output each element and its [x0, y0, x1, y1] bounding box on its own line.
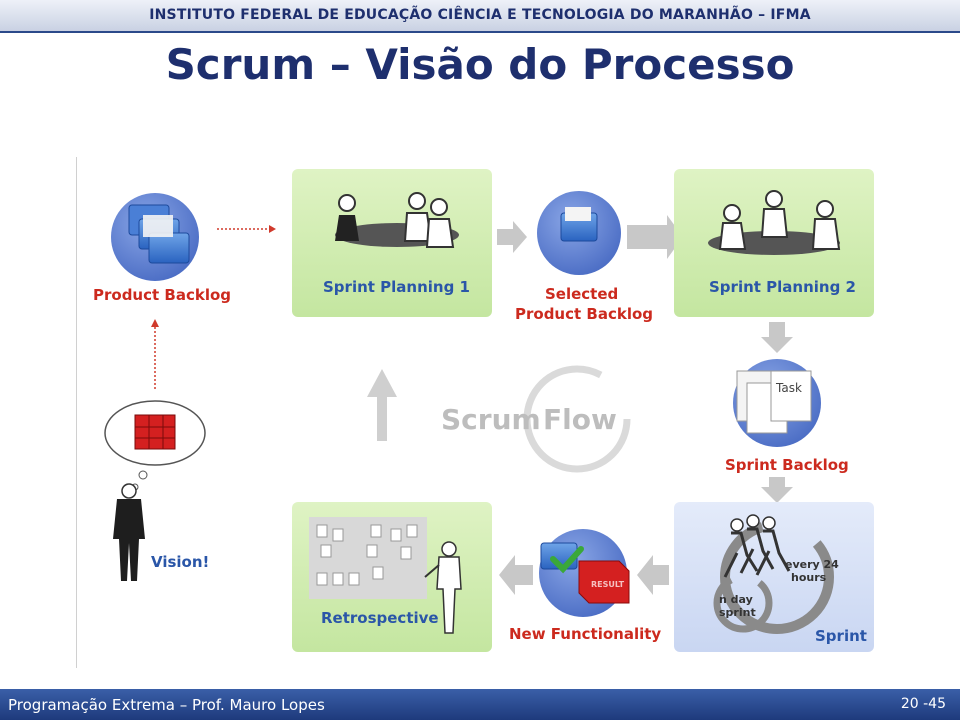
footer-bar: Programação Extrema – Prof. Mauro Lopes … — [0, 689, 960, 720]
result-box-icon: RESULT — [578, 560, 630, 604]
arrow-planning1-to-selected — [497, 221, 527, 253]
retrospective-node: Retrospective — [292, 502, 492, 652]
institution-name: INSTITUTO FEDERAL DE EDUCAÇÃO CIÊNCIA E … — [149, 7, 811, 23]
daily-cycle-ring — [713, 573, 773, 633]
sprint-planning-2-label: Sprint Planning 2 — [709, 278, 856, 296]
product-backlog-node: Product Backlog — [93, 193, 231, 304]
sprint-backlog-node: Task Sprint Backlog — [725, 359, 849, 474]
folder-icon — [128, 204, 190, 264]
n-day-sprint-label-2: sprint — [719, 606, 756, 619]
arrow-selected-to-planning2 — [627, 215, 683, 259]
selected-product-backlog-node: Selected Product Backlog — [515, 191, 653, 323]
meeting-people-icon — [335, 192, 459, 248]
sprint-planning-1-label: Sprint Planning 1 — [323, 278, 470, 296]
red-product-icon — [134, 414, 176, 450]
sprint-node: every 24 hours n day sprint Sprint — [674, 502, 874, 652]
every-24-hours-label-1: every 24 — [785, 558, 839, 571]
upward-arrow — [367, 369, 397, 441]
page-number: 20 -45 — [900, 696, 946, 712]
arrow-sprint-backlog-to-sprint — [761, 477, 793, 503]
arrow-planning2-to-sprint-backlog — [761, 322, 793, 353]
folder-icon — [560, 207, 598, 242]
sticky-notes-icon — [316, 524, 418, 586]
checkmark-icon — [550, 546, 584, 574]
sprint-box — [674, 502, 874, 652]
sprint-backlog-label: Sprint Backlog — [725, 456, 849, 474]
arrow-functionality-to-retrospective — [499, 555, 533, 595]
businessman-icon — [113, 483, 145, 581]
meeting-people-icon — [708, 190, 841, 255]
arrow-sprint-to-functionality — [637, 555, 669, 595]
presenter-icon — [424, 541, 462, 634]
dotted-arrow-up — [151, 319, 159, 389]
n-day-sprint-label-1: n day — [719, 593, 753, 606]
new-functionality-node: RESULT New Functionality — [509, 529, 661, 643]
scrum-flow-watermark: Scrum Flow — [441, 365, 631, 473]
sprint-planning-1-node: Sprint Planning 1 — [292, 169, 492, 317]
selected-backlog-label-2: Product Backlog — [515, 305, 653, 323]
dotted-arrow-to-planning — [217, 225, 276, 233]
scrum-flow-diagram: Product Backlog Sprint Planning 1 — [76, 157, 901, 668]
sprint-label: Sprint — [815, 627, 867, 645]
slide-title: Scrum – Visão do Processo — [165, 40, 795, 89]
header-bar: INSTITUTO FEDERAL DE EDUCAÇÃO CIÊNCIA E … — [0, 0, 960, 33]
retrospective-label: Retrospective — [321, 609, 439, 627]
course-info: Programação Extrema – Prof. Mauro Lopes — [8, 696, 325, 714]
vision-label: Vision! — [151, 553, 209, 571]
task-card-label: Task — [775, 381, 802, 395]
sprint-planning-2-node: Sprint Planning 2 — [674, 169, 874, 317]
new-functionality-label: New Functionality — [509, 625, 661, 643]
selected-backlog-label-1: Selected — [545, 285, 618, 303]
scrum-flow-word-2: Flow — [543, 403, 617, 436]
task-cards-icon: Task — [736, 370, 812, 434]
result-label: RESULT — [591, 580, 625, 589]
scrum-flow-word-1: Scrum — [441, 403, 541, 436]
vision-node: Vision! — [104, 319, 209, 581]
product-backlog-label: Product Backlog — [93, 286, 231, 304]
every-24-hours-label-2: hours — [791, 571, 827, 584]
running-people-icon — [723, 514, 791, 578]
